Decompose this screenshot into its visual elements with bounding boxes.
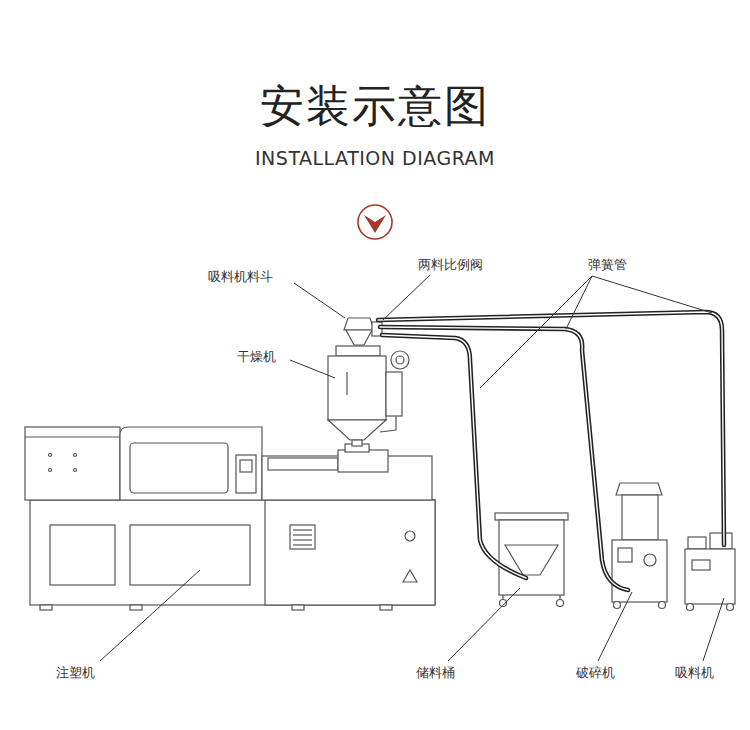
crusher [612, 540, 667, 602]
spring-hose [382, 335, 526, 578]
hopper-dryer [328, 356, 386, 420]
injection-machine [25, 436, 120, 437]
hopper-dryer [336, 346, 380, 356]
hopper-loader [344, 318, 382, 345]
injection-machine [240, 460, 252, 472]
crusher [614, 602, 621, 609]
injection-machine [49, 469, 52, 472]
injection-machine [293, 529, 312, 530]
injection-machine [25, 427, 435, 610]
chevron-badge [358, 205, 392, 239]
injection-machine [268, 458, 338, 470]
spring-hose [382, 335, 526, 578]
injection-machine [74, 454, 77, 457]
leader-line [480, 276, 592, 388]
leader-line [100, 275, 724, 661]
injection-machine [405, 531, 415, 541]
leader-line [592, 276, 712, 313]
hopper-dryer [328, 420, 386, 440]
injection-machine [130, 443, 228, 493]
crusher [644, 554, 656, 566]
injection-machine [74, 469, 77, 472]
injection-machine [30, 500, 435, 605]
part-label: 储料桶 [416, 665, 455, 681]
spring-hose [380, 327, 628, 590]
injection-machine [130, 605, 142, 610]
leader-line [290, 360, 335, 378]
part-label: 吸料机料斗 [208, 269, 273, 285]
chevron-badge [358, 205, 392, 239]
suction-machine [687, 604, 694, 611]
suction-machine [692, 560, 710, 570]
part-label: 破碎机 [576, 665, 615, 681]
leader-line [383, 275, 430, 320]
part-label: 吸料机 [675, 665, 714, 681]
suction-machine [685, 533, 735, 611]
leader-line [703, 598, 724, 661]
injection-machine [293, 534, 312, 535]
chevron-badge [364, 215, 386, 233]
injection-machine [50, 525, 115, 585]
subtitle: INSTALLATION DIAGRAM [0, 146, 750, 170]
part-label: 注塑机 [56, 665, 95, 681]
crusher [616, 483, 662, 495]
spring-hose [378, 312, 724, 545]
injection-machine [236, 455, 256, 493]
injection-machine [403, 570, 417, 582]
suction-machine [685, 549, 735, 604]
storage-bin [557, 600, 564, 607]
injection-machine [290, 525, 315, 549]
injection-machine [40, 605, 52, 610]
spring-hose [378, 312, 724, 545]
part-label: 弹簧管 [588, 257, 627, 273]
hopper-dryer [391, 351, 409, 369]
spring-hose [378, 312, 724, 590]
injection-machine [293, 539, 312, 540]
leader-line [100, 570, 200, 661]
storage-bin [495, 513, 568, 607]
injection-machine [265, 500, 435, 605]
hopper-dryer [352, 440, 362, 446]
crusher [659, 602, 666, 609]
hopper-loader [346, 330, 372, 345]
storage-bin [499, 520, 564, 595]
injection-machine [380, 605, 392, 610]
hopper-dryer [346, 372, 347, 395]
injection-machine [25, 427, 120, 500]
diagram-title: 安装示意图 [0, 80, 750, 132]
crusher [618, 548, 632, 562]
hopper-loader [344, 318, 374, 330]
part-label: 两料比例阀 [418, 257, 483, 273]
spring-hose [380, 327, 628, 590]
suction-machine [710, 533, 732, 549]
leader-line [294, 283, 345, 318]
suction-machine [688, 537, 706, 549]
hopper-dryer [380, 416, 396, 432]
hopper-dryer [328, 346, 409, 446]
part-label: 干燥机 [237, 349, 276, 365]
leader-line [448, 588, 520, 661]
suction-machine [727, 604, 734, 611]
hopper-dryer [386, 372, 402, 416]
injection-machine [120, 427, 262, 500]
injection-machine [338, 450, 388, 472]
hopper-dryer [396, 356, 404, 364]
injection-machine [130, 525, 250, 585]
crusher [622, 495, 658, 540]
injection-machine [292, 605, 304, 610]
storage-bin [495, 513, 568, 520]
injection-machine [293, 544, 312, 545]
leader-line [598, 592, 632, 661]
leader-line [566, 276, 592, 329]
injection-machine [49, 454, 52, 457]
